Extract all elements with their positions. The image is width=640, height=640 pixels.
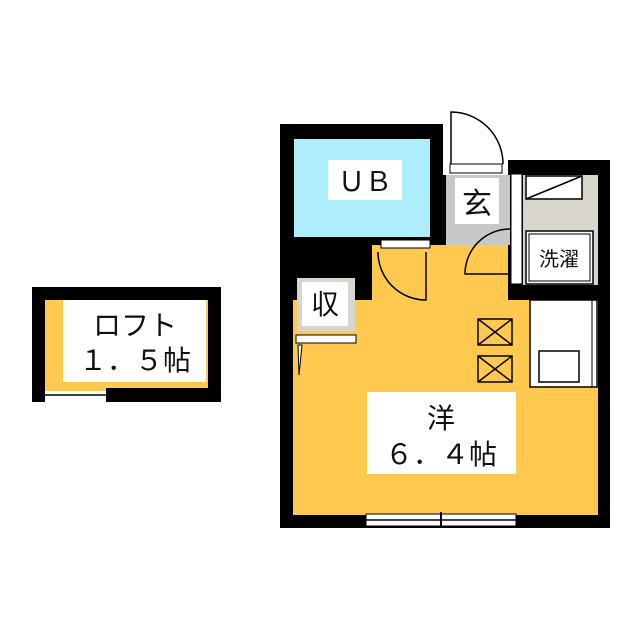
storage-label-bg xyxy=(302,282,348,326)
entrance-label-bg xyxy=(455,178,499,224)
entrance-label: 玄 xyxy=(462,187,492,222)
ventilation-icon xyxy=(477,318,513,383)
western-label-bg xyxy=(367,392,516,474)
western-size: ６．４帖 xyxy=(385,438,497,471)
front-door xyxy=(449,163,503,174)
bath-label-bg xyxy=(328,160,402,200)
western-room-floor-side xyxy=(293,345,373,365)
western-label: 洋 xyxy=(427,402,455,435)
shoe-cabinet-diagonal xyxy=(525,175,583,200)
storage-label: 収 xyxy=(311,288,339,321)
washer-space xyxy=(525,230,594,285)
storage-door xyxy=(295,334,357,344)
bath-label: ＵＢ xyxy=(338,167,392,198)
loft-label-bg xyxy=(63,300,206,382)
loft-size: １．５帖 xyxy=(79,344,191,377)
bath-door xyxy=(380,239,431,249)
inner-door-swing xyxy=(464,228,511,275)
loft-ladder-wall xyxy=(106,388,221,402)
loft-label: ロフト xyxy=(93,309,177,342)
storage-door-swing xyxy=(297,344,303,376)
laundry-label: 洗濯 xyxy=(539,247,579,271)
washer-space-inner xyxy=(528,233,591,282)
entry-partition xyxy=(510,173,523,285)
loft-opening xyxy=(45,391,106,402)
front-door-swing xyxy=(450,111,504,165)
sink-icon xyxy=(538,350,580,383)
bath-door-swing xyxy=(377,251,427,301)
western-room-floor-upper xyxy=(372,245,508,305)
